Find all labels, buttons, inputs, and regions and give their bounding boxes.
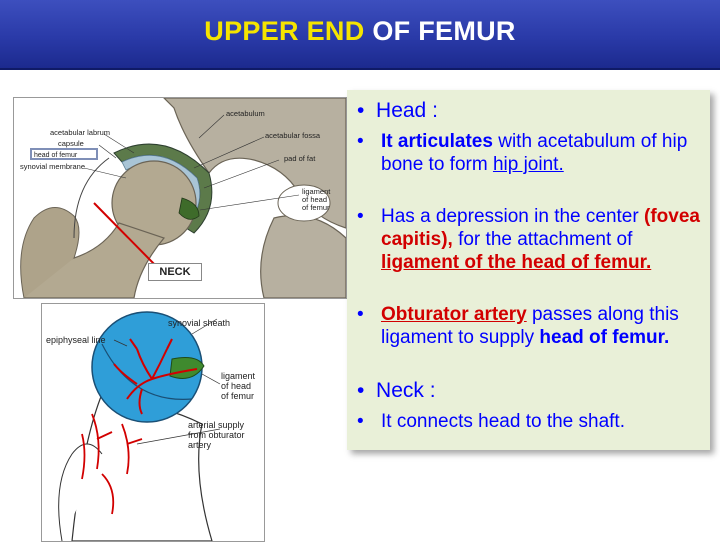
neck-heading-text: Neck : [376,379,436,402]
label-acetabulum: acetabulum [226,109,265,118]
title-rest: OF FEMUR [364,16,516,46]
femur-head-illustration [58,311,221,542]
ligament-of-head: ligament of the head of femur. [381,252,652,273]
articulates-bold: It articulates [381,131,493,152]
femur-head-figure: synovial sheath epiphyseal line ligament… [41,303,265,542]
label-epiphyseal-line: epiphyseal line [46,335,106,345]
neck-heading: • Neck : [357,379,436,402]
text-panel: • Head : • It articulates with acetabulu… [347,90,710,450]
obturator-artery: Obturator artery [381,304,527,325]
label-arterial-line3: artery [188,440,212,450]
fovea-capitis: (fovea capitis), [381,206,700,250]
label-ligament2-line3: of femur [221,391,255,401]
label-acetabular-labrum: acetabular labrum [50,128,111,137]
head-of-femur-bold: head of femur. [539,327,670,348]
head-heading-text: Head : [376,99,438,122]
label-ligament2-line2: of head [221,381,252,391]
label-ligament-line3: of femur [302,203,330,212]
head-heading: • Head : [357,99,438,122]
label-synovial-membrane: synovial membrane [20,162,86,171]
label-ligament-line2: of head [302,195,328,204]
label-acetabular-fossa: acetabular fossa [265,131,321,140]
hip-joint-illustration [20,97,347,299]
label-synovial-sheath: synovial sheath [168,318,231,328]
head-point-obturator: • Obturator artery passes along this lig… [357,304,679,348]
label-ligament-line1: ligament [302,187,331,196]
hip-joint-underlined: hip joint. [492,154,564,175]
head-point-depression: • Has a depression in the center (fovea … [357,206,700,273]
label-ligament2-line1: ligament [221,371,256,381]
neck-point-connects: • It connects head to the shaft. [357,411,625,432]
label-pad-of-fat: pad of fat [284,154,316,163]
label-neck: NECK [148,263,202,281]
label-arterial-line2: from obturator [188,430,245,440]
label-arterial-line1: arterial supply [188,420,245,430]
slide-title: UPPER END OF FEMUR [0,16,720,47]
label-head-of-femur: head of femur [30,148,98,160]
title-highlight: UPPER END [204,16,365,46]
label-capsule: capsule [58,139,84,148]
title-bar [0,0,720,70]
head-point-articulates: • It articulates with acetabulum of hip … [357,131,688,175]
